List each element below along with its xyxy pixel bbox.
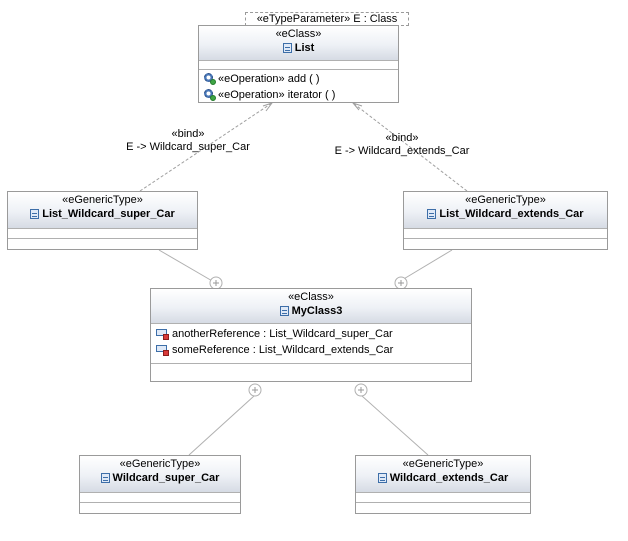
eclass-icon [282, 43, 292, 53]
bind-arrowhead-right [351, 101, 363, 111]
generic-type-name-text: Wildcard_extends_Car [389, 472, 509, 484]
generic-type-stereotype: «eGenericType» [465, 194, 546, 206]
class-list-name: List [282, 41, 315, 55]
eclass-icon [100, 473, 110, 483]
operation-iterator[interactable]: «eOperation» iterator ( ) [199, 87, 398, 103]
generic-type-name: List_Wildcard_super_Car [30, 207, 175, 221]
generic-type-name-text: Wildcard_super_Car [112, 472, 220, 484]
operation-iterator-label: «eOperation» iterator ( ) [218, 89, 336, 101]
bind-left-text: E -> Wildcard_super_Car [126, 141, 250, 153]
class-myclass3-name-text: MyClass3 [291, 305, 343, 317]
bind-connector-left[interactable] [139, 102, 273, 192]
class-list-name-text: List [294, 42, 315, 54]
generic-type-wildcard-extends-car[interactable]: «eGenericType» Wildcard_extends_Car [355, 455, 531, 514]
generic-type-list-wildcard-extends-car[interactable]: «eGenericType» List_Wildcard_extends_Car [403, 191, 608, 250]
operation-add-label: «eOperation» add ( ) [218, 73, 320, 85]
generic-type-name-text: List_Wildcard_super_Car [42, 208, 175, 220]
class-myclass3-name: MyClass3 [279, 304, 343, 318]
class-myclass3-references-compartment: anotherReference : List_Wildcard_super_C… [151, 324, 471, 364]
ereference-icon [156, 344, 170, 356]
generic-type-wildcard-super-car[interactable]: «eGenericType» Wildcard_super_Car [79, 455, 241, 514]
generic-type-compartment [8, 229, 197, 239]
class-myclass3[interactable]: «eClass» MyClass3 anotherReference : Lis… [150, 288, 472, 382]
generic-type-header: «eGenericType» List_Wildcard_extends_Car [404, 192, 607, 229]
bind-right-stereotype: «bind» [385, 132, 419, 144]
eclass-icon [30, 209, 40, 219]
reference-another-label: anotherReference : List_Wildcard_super_C… [172, 328, 393, 340]
class-list-stereotype: «eClass» [275, 28, 322, 40]
generic-type-name-text: List_Wildcard_extends_Car [439, 208, 584, 220]
generic-type-stereotype: «eGenericType» [119, 458, 201, 470]
reference-some[interactable]: someReference : List_Wildcard_extends_Ca… [151, 342, 471, 358]
generic-type-stereotype: «eGenericType» [62, 194, 143, 206]
ereference-icon [156, 328, 170, 340]
reference-connector-extends[interactable] [401, 249, 453, 281]
type-argument-connector-extends[interactable] [361, 395, 429, 456]
class-list[interactable]: «eClass» List «eOperation» add ( ) «eOpe… [198, 25, 399, 103]
operation-gear-icon [204, 73, 216, 85]
class-list-attributes-compartment [199, 61, 398, 70]
eclass-icon [377, 473, 387, 483]
generic-type-compartment [80, 493, 240, 503]
eclass-icon [279, 306, 289, 316]
bind-right-text: E -> Wildcard_extends_Car [334, 145, 470, 157]
generic-type-compartment [80, 503, 240, 513]
class-myclass3-header: «eClass» MyClass3 [151, 289, 471, 324]
bind-left-stereotype: «bind» [171, 128, 205, 140]
generic-type-stereotype: «eGenericType» [402, 458, 484, 470]
generic-type-header: «eGenericType» List_Wildcard_super_Car [8, 192, 197, 229]
class-list-operations-compartment: «eOperation» add ( ) «eOperation» iterat… [199, 70, 398, 103]
reference-connector-super[interactable] [158, 249, 215, 283]
class-list-header: «eClass» List [199, 26, 398, 61]
reference-another[interactable]: anotherReference : List_Wildcard_super_C… [151, 326, 471, 342]
type-argument-connector-super[interactable] [188, 395, 255, 456]
generic-type-header: «eGenericType» Wildcard_super_Car [80, 456, 240, 493]
generic-type-compartment [356, 503, 530, 513]
generic-type-list-wildcard-super-car[interactable]: «eGenericType» List_Wildcard_super_Car [7, 191, 198, 250]
generic-type-compartment [404, 239, 607, 249]
class-myclass3-stereotype: «eClass» [288, 291, 334, 303]
bind-label-right[interactable]: «bind» E -> Wildcard_extends_Car [318, 132, 486, 158]
generic-type-compartment [356, 493, 530, 503]
eclass-icon [427, 209, 437, 219]
bind-label-left[interactable]: «bind» E -> Wildcard_super_Car [108, 128, 268, 154]
generic-type-name: Wildcard_extends_Car [377, 471, 509, 485]
generic-type-compartment [404, 229, 607, 239]
generic-type-compartment [8, 239, 197, 249]
reference-some-label: someReference : List_Wildcard_extends_Ca… [172, 344, 394, 356]
generic-type-name: List_Wildcard_extends_Car [427, 207, 584, 221]
bind-connector-right[interactable] [352, 102, 468, 192]
operation-gear-icon [204, 89, 216, 101]
type-parameter-label[interactable]: «eTypeParameter» E : Class [245, 12, 409, 26]
generic-type-header: «eGenericType» Wildcard_extends_Car [356, 456, 530, 493]
operation-add[interactable]: «eOperation» add ( ) [199, 71, 398, 87]
bind-arrowhead-left [262, 102, 274, 112]
generic-type-name: Wildcard_super_Car [100, 471, 220, 485]
